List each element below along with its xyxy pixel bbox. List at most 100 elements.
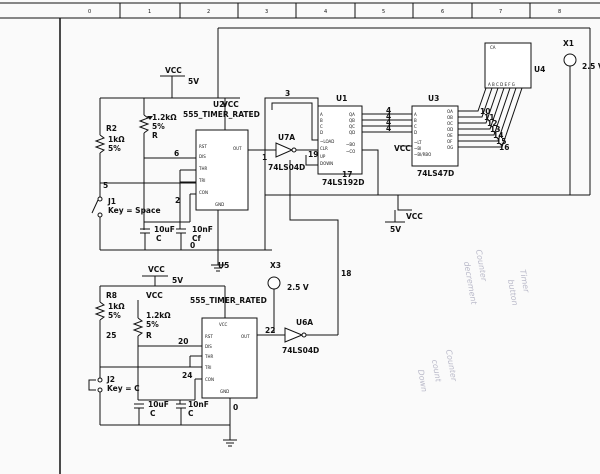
hand-note-3: Counter: [474, 249, 489, 283]
node-24: 24: [182, 371, 192, 380]
node-4-d: 4: [386, 124, 391, 133]
u1-pin-b: B: [320, 118, 323, 123]
u5-pin-tri: TRI: [204, 365, 211, 370]
x1-probe-lamp: [563, 53, 577, 67]
u5-pin-rst: RST: [205, 334, 213, 339]
u3-74ls47-decoder: [411, 105, 459, 167]
ground-symbol-top: [211, 264, 225, 272]
ruler-mark-7: 7: [499, 9, 502, 15]
u3-pin-bi: ~BI: [414, 146, 421, 151]
c1-ref: C: [156, 234, 162, 243]
vcc-mid-label: VCC: [406, 212, 423, 221]
u6a-bubble: [301, 332, 307, 338]
seg-12: 12: [487, 119, 497, 128]
r7-tolerance: 5%: [146, 320, 159, 329]
u5-type: 555_TIMER_RATED: [190, 296, 267, 305]
node-4-b: 4: [386, 112, 391, 121]
u3-pin-a: A: [414, 112, 417, 117]
v5-top-label: 5V: [188, 77, 199, 86]
node-4-a: 4: [386, 106, 391, 115]
node-20: 20: [178, 337, 188, 346]
u1-pin-bo: ~BO: [346, 142, 355, 147]
u2-pin-dis: DIS: [199, 154, 206, 159]
node-3: 3: [285, 89, 290, 98]
u1-pin-d: D: [320, 130, 323, 135]
seg-15: 15: [496, 137, 506, 146]
u1-pin-clr: CLR: [320, 146, 328, 151]
c3-ref: C: [150, 409, 156, 418]
vcc-mid-wire: [397, 195, 412, 211]
u3-pin-og: OG: [447, 145, 453, 150]
u5-pin-dis: DIS: [205, 344, 212, 349]
u1-pin-load: ~LOAD: [320, 139, 334, 144]
u1-pin-qb: QB: [349, 118, 355, 123]
r1-value: 1.2kΩ: [152, 113, 177, 122]
seg-11: 11: [484, 113, 494, 122]
j1-switch-arm[interactable]: [91, 199, 99, 214]
u3-pin-oa: OA: [447, 109, 453, 114]
x3-voltage: 2.5 V: [287, 283, 309, 292]
c2-ref: Cf: [192, 234, 202, 243]
u5-555-timer: [201, 317, 258, 399]
node-22: 22: [265, 326, 275, 335]
hand-note-1: Timer: [518, 269, 531, 294]
r8-value: 1kΩ: [108, 302, 125, 311]
v5-bot-label: 5V: [172, 276, 183, 285]
u3-pin-of: OF: [447, 139, 453, 144]
r1-resistor: [138, 114, 150, 134]
ruler-mark-3: 3: [265, 9, 268, 15]
u3-pin-lt: ~LT: [414, 140, 422, 145]
ruler-mark-4: 4: [324, 9, 327, 15]
u2-type: 555_TIMER_RATED: [183, 110, 260, 119]
c2-value: 10nF: [192, 225, 213, 234]
c4-value: 10nF: [188, 400, 209, 409]
u6a-name: U6A: [296, 318, 313, 327]
v5-mid-label: 5V: [390, 225, 401, 234]
u1-pin-qd: QD: [349, 130, 355, 135]
u2-pin-tri: TRI: [198, 178, 205, 183]
u2-pin-out: OUT: [233, 146, 242, 151]
u3-pin-d: D: [414, 130, 417, 135]
c3-value: 10uF: [148, 400, 169, 409]
node-19: 19: [308, 150, 318, 159]
node-5: 5: [103, 181, 108, 190]
r2-tolerance: 5%: [108, 144, 121, 153]
ruler-mark-1: 1: [148, 9, 151, 15]
x1-voltage: 2.5 V: [582, 62, 600, 71]
r1-pot-arrow: [147, 116, 153, 120]
u7a-inverter: [275, 142, 294, 158]
seg-10: 10: [480, 107, 490, 116]
u2-pin-thr: THR: [198, 166, 207, 171]
j2-contact-top: [97, 377, 103, 383]
u5-pin-vcc: VCC: [219, 322, 228, 327]
u2-name: U2: [213, 100, 224, 109]
j1-label: J1: [107, 197, 116, 206]
r2-label: R2: [106, 124, 117, 133]
c1-value: 10uF: [154, 225, 175, 234]
u7a-name: U7A: [278, 133, 295, 142]
ruler-mark-5: 5: [382, 9, 385, 15]
net-18-wire: [289, 160, 339, 335]
u1-pin-down: DOWN: [320, 161, 333, 166]
x3-name: X3: [270, 261, 281, 270]
u3-pin-ob: OB: [447, 115, 453, 120]
j2-switch-arm[interactable]: [88, 379, 96, 391]
vcc-top-label: VCC: [165, 66, 182, 75]
c4-ref: C: [188, 409, 194, 418]
u5-pin-con: CON: [205, 377, 214, 382]
node-17: 17: [342, 170, 352, 179]
u1-down-wire: [305, 155, 318, 166]
r2-resistor: [94, 134, 106, 154]
u1-load-wire: [271, 102, 318, 141]
segment-bus: [458, 87, 523, 148]
hand-note-6: count: [430, 359, 443, 384]
ground-symbol-bottom: [223, 439, 237, 447]
hand-note-4: decrement: [462, 261, 479, 306]
node-4-c: 4: [386, 118, 391, 127]
ruler-ticks: [119, 3, 531, 18]
u2-pin-rst: RST: [199, 144, 207, 149]
node-18: 18: [341, 269, 351, 278]
u4-seven-segment-display: [484, 42, 532, 89]
ruler-mark-8: 8: [558, 9, 561, 15]
